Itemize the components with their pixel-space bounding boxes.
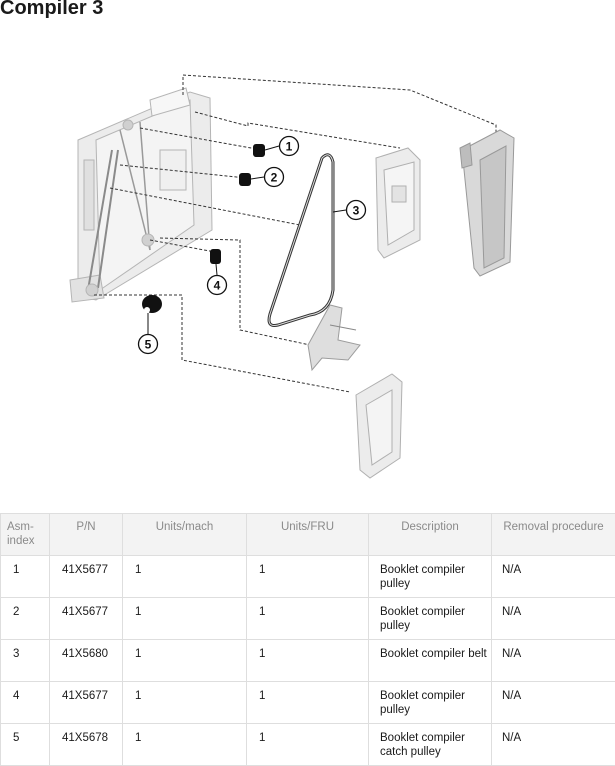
- cell-asm-index: 3: [1, 640, 50, 682]
- bracket-part: [376, 148, 420, 258]
- cell-asm-index: 1: [1, 556, 50, 598]
- table-row: 5 41X5678 1 1 Booklet compiler catch pul…: [1, 724, 615, 766]
- cell-units-mach: 1: [123, 682, 247, 724]
- cell-asm-index: 2: [1, 598, 50, 640]
- parts-table: Asm-index P/N Units/mach Units/FRU Descr…: [0, 513, 615, 766]
- catch-pulley-part-5: 5: [139, 295, 163, 354]
- cell-description: Booklet compiler pulley: [369, 556, 492, 598]
- callout-2-label: 2: [271, 171, 278, 185]
- cell-pn: 41X5678: [50, 724, 123, 766]
- cell-units-fru: 1: [247, 682, 369, 724]
- page-title: Compiler 3: [0, 0, 103, 20]
- table-row: 2 41X5677 1 1 Booklet compiler pulley N/…: [1, 598, 615, 640]
- pulley-part-4: 4: [208, 249, 227, 295]
- table-header-row: Asm-index P/N Units/mach Units/FRU Descr…: [1, 514, 615, 556]
- callout-4-label: 4: [214, 279, 221, 293]
- cell-units-fru: 1: [247, 598, 369, 640]
- table-row: 1 41X5677 1 1 Booklet compiler pulley N/…: [1, 556, 615, 598]
- table-row: 3 41X5680 1 1 Booklet compiler belt N/A: [1, 640, 615, 682]
- cell-asm-index: 4: [1, 682, 50, 724]
- cell-pn: 41X5680: [50, 640, 123, 682]
- cell-units-mach: 1: [123, 724, 247, 766]
- cell-units-mach: 1: [123, 556, 247, 598]
- cell-pn: 41X5677: [50, 598, 123, 640]
- callout-3-label: 3: [353, 204, 360, 218]
- col-header-units-fru: Units/FRU: [247, 514, 369, 556]
- cell-removal: N/A: [492, 682, 615, 724]
- cell-removal: N/A: [492, 556, 615, 598]
- col-header-asm-index: Asm-index: [1, 514, 50, 556]
- cell-description: Booklet compiler catch pulley: [369, 724, 492, 766]
- pulley-part-1: 1: [253, 137, 299, 158]
- col-header-pn: P/N: [50, 514, 123, 556]
- callout-5-label: 5: [145, 338, 152, 352]
- rail-part: [460, 130, 514, 276]
- cell-description: Booklet compiler pulley: [369, 682, 492, 724]
- cell-units-fru: 1: [247, 640, 369, 682]
- cell-units-mach: 1: [123, 598, 247, 640]
- cell-asm-index: 5: [1, 724, 50, 766]
- cell-removal: N/A: [492, 598, 615, 640]
- compiler-frame: [70, 88, 212, 302]
- cell-description: Booklet compiler pulley: [369, 598, 492, 640]
- table-row: 4 41X5677 1 1 Booklet compiler pulley N/…: [1, 682, 615, 724]
- col-header-removal-procedure: Removal procedure: [492, 514, 615, 556]
- cell-removal: N/A: [492, 724, 615, 766]
- col-header-description: Description: [369, 514, 492, 556]
- cell-pn: 41X5677: [50, 682, 123, 724]
- cell-pn: 41X5677: [50, 556, 123, 598]
- pulley-part-2: 2: [239, 168, 284, 187]
- cell-units-fru: 1: [247, 556, 369, 598]
- side-panel-part: [356, 374, 402, 478]
- cell-description: Booklet compiler belt: [369, 640, 492, 682]
- cell-units-fru: 1: [247, 724, 369, 766]
- exploded-parts-diagram: 1 2 3 4 5: [0, 60, 615, 500]
- cell-units-mach: 1: [123, 640, 247, 682]
- col-header-units-mach: Units/mach: [123, 514, 247, 556]
- callout-1-label: 1: [286, 140, 293, 154]
- cell-removal: N/A: [492, 640, 615, 682]
